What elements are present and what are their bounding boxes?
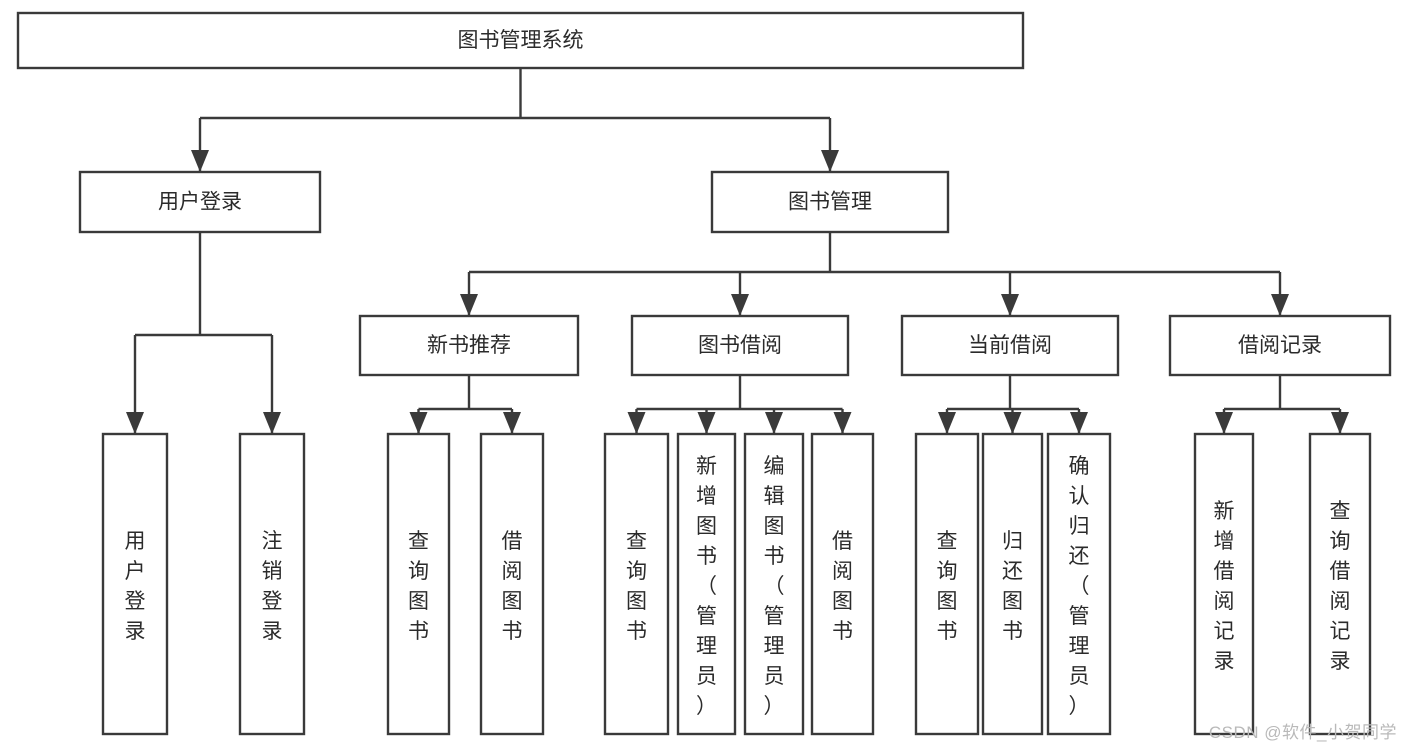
arrow-head-icon <box>126 412 144 434</box>
arrow-head-icon <box>1070 412 1088 434</box>
arrow-head-icon <box>1001 294 1019 316</box>
node-root[interactable] <box>16 11 1025 70</box>
node-leaf-borrow-book-bor[interactable] <box>810 432 875 736</box>
connector-layer <box>126 68 1349 434</box>
node-leaf-query-book-rec[interactable] <box>386 432 451 736</box>
node-label-leaf-user-login: 用户登录 <box>125 530 146 643</box>
node-label-leaf-query-book-cur: 查询图书 <box>937 530 958 643</box>
arrow-head-icon <box>263 412 281 434</box>
arrow-head-icon <box>627 412 646 434</box>
arrow-head-icon <box>731 294 749 316</box>
node-label-leaf-query-book-bor: 查询图书 <box>626 530 647 643</box>
node-current-borrow[interactable] <box>900 314 1120 377</box>
node-label-borrow-record: 借阅记录 <box>1238 334 1322 357</box>
node-label-leaf-borrow-book-rec: 借阅图书 <box>502 530 523 643</box>
node-label-book-borrow: 图书借阅 <box>698 334 782 357</box>
node-label-book-manage: 图书管理 <box>788 191 872 214</box>
watermark-text: CSDN @软件_小贺同学 <box>1208 723 1397 742</box>
node-book-borrow[interactable] <box>630 314 850 377</box>
node-leaf-edit-book[interactable] <box>743 432 805 736</box>
node-label-new-book-rec: 新书推荐 <box>427 334 511 357</box>
arrow-head-icon <box>938 412 956 434</box>
node-label-leaf-edit-book: 编辑图书（管理员） <box>764 455 785 718</box>
arrow-head-icon <box>460 294 478 316</box>
node-label-leaf-add-record: 新增借阅记录 <box>1214 500 1235 673</box>
arrow-head-icon <box>503 412 521 434</box>
node-label-current-borrow: 当前借阅 <box>968 334 1052 357</box>
arrow-head-icon <box>1215 412 1233 434</box>
node-new-book-rec[interactable] <box>358 314 580 377</box>
node-leaf-add-record[interactable] <box>1193 432 1255 736</box>
node-leaf-query-book-bor[interactable] <box>603 432 670 736</box>
arrow-head-icon <box>1271 294 1289 316</box>
node-label-leaf-query-record: 查询借阅记录 <box>1330 500 1351 673</box>
node-label-leaf-return-book: 归还图书 <box>1002 530 1023 643</box>
node-label-root: 图书管理系统 <box>458 29 584 52</box>
node-label-leaf-borrow-book-bor: 借阅图书 <box>832 530 853 643</box>
node-book-manage[interactable] <box>710 170 950 234</box>
node-leaf-query-book-cur[interactable] <box>914 432 980 736</box>
arrow-head-icon <box>697 412 716 434</box>
node-leaf-query-record[interactable] <box>1308 432 1372 736</box>
arrow-head-icon <box>765 412 783 434</box>
node-leaf-user-login[interactable] <box>101 432 169 736</box>
node-leaf-borrow-book-rec[interactable] <box>479 432 545 736</box>
node-user-login[interactable] <box>78 170 322 234</box>
arrow-head-icon <box>191 150 209 172</box>
node-label-user-login: 用户登录 <box>158 191 242 214</box>
node-label-leaf-add-book: 新增图书（管理员） <box>696 455 717 718</box>
node-leaf-return-book[interactable] <box>981 432 1044 736</box>
node-layer: 图书管理系统用户登录图书管理新书推荐图书借阅当前借阅借阅记录用户登录注销登录查询… <box>16 11 1392 736</box>
arrow-head-icon <box>409 412 428 434</box>
node-label-leaf-query-book-rec: 查询图书 <box>408 530 429 643</box>
node-label-leaf-confirm-return: 确认归还（管理员） <box>1069 455 1090 718</box>
arrow-head-icon <box>833 412 852 434</box>
arrow-head-icon <box>1331 412 1349 434</box>
node-label-leaf-user-logout: 注销登录 <box>262 530 283 643</box>
arrow-head-icon <box>1003 412 1022 434</box>
node-leaf-confirm-return[interactable] <box>1046 432 1112 736</box>
node-leaf-add-book[interactable] <box>676 432 737 736</box>
node-leaf-user-logout[interactable] <box>238 432 306 736</box>
node-borrow-record[interactable] <box>1168 314 1392 377</box>
arrow-head-icon <box>821 150 839 172</box>
